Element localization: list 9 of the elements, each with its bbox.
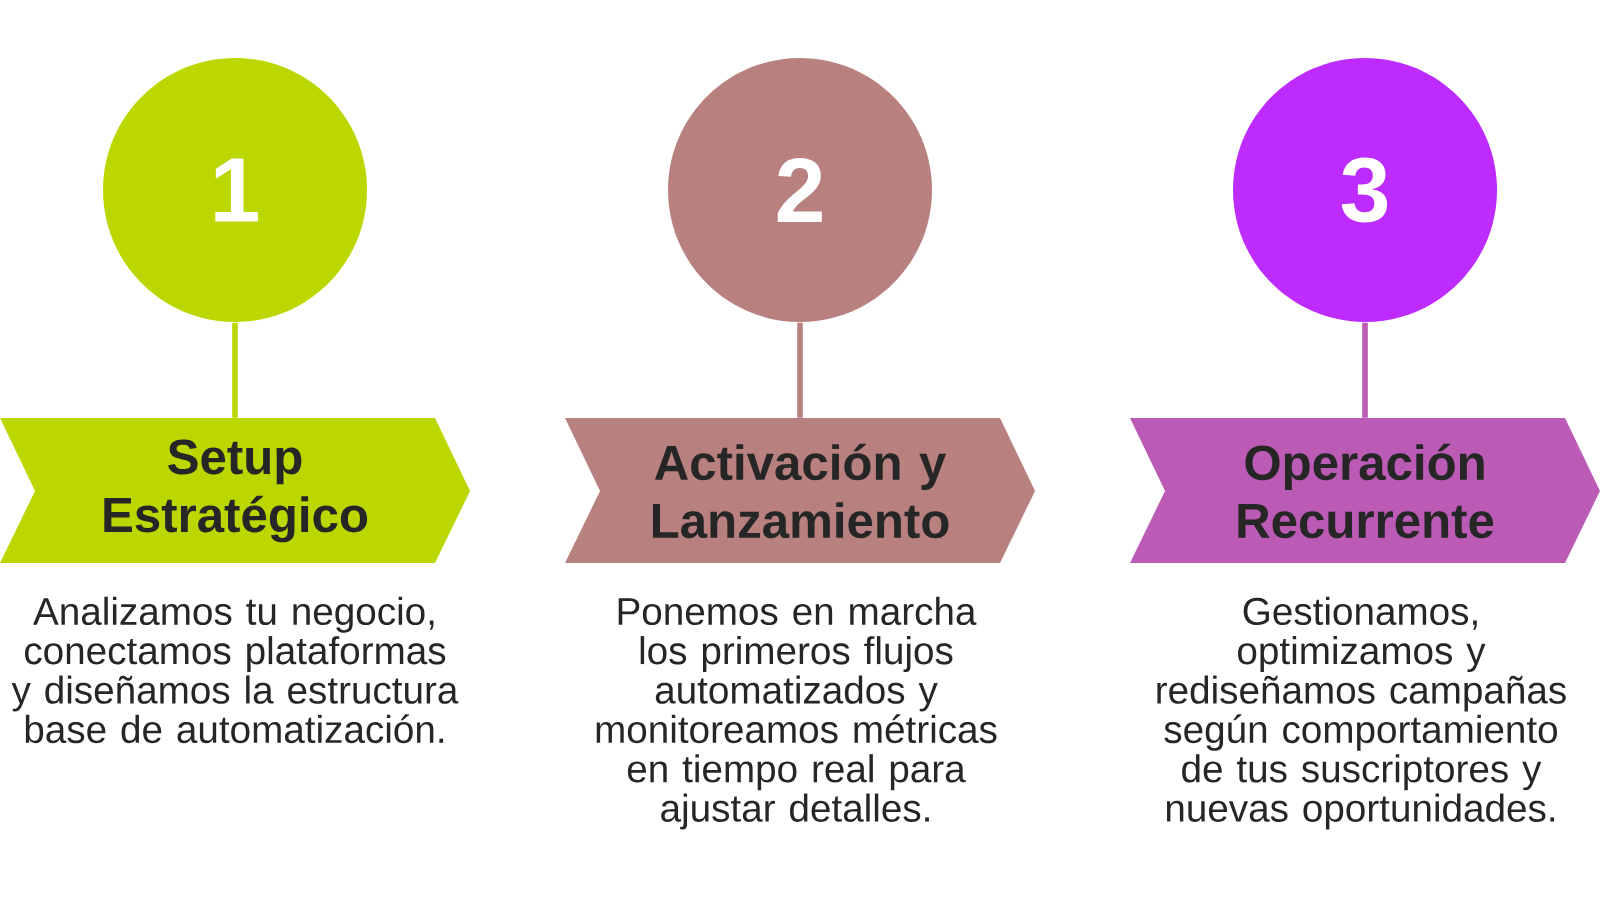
chevron-banner: Activación y Lanzamiento	[565, 418, 1035, 563]
connector-line	[1362, 322, 1368, 418]
description-text: Ponemos en marcha los primeros flujos automatizados y monitoreamos métricas en tiempo real para ajustar detalles.	[596, 596, 997, 830]
chevron-banner: Operación Recurrente	[1130, 418, 1600, 563]
connector-line	[797, 322, 803, 418]
description-text: Analizamos tu negocio, conectamos plataformas y diseñamos la estructura base de automatización.	[11, 596, 459, 744]
description-text: Gestionamos, optimizamos y rediseñamos campañas según comportamiento de tus suscriptores y nuevas oportunidades.	[1157, 596, 1566, 830]
chevron-banner: Setup Estratégico	[0, 418, 470, 563]
connector-line	[232, 322, 238, 418]
